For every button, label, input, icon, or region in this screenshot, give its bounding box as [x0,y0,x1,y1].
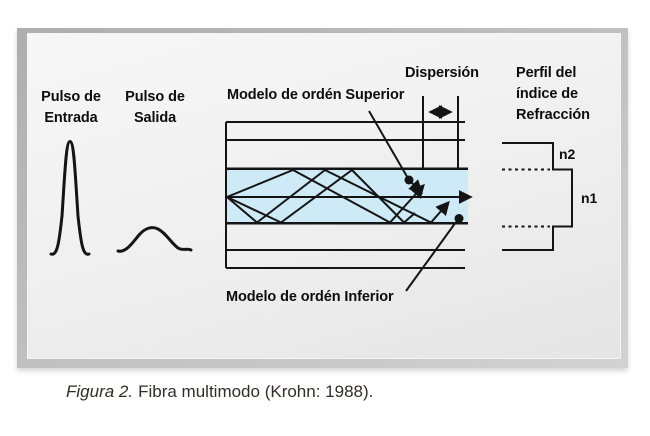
pulse-input-label: Pulso de Entrada [28,87,114,129]
mode-inferior-pointer [405,214,464,292]
low-order-ray [226,168,416,224]
pulse-output-line2: Salida [133,110,177,126]
mid-order-ray [226,168,450,224]
refraction-profile-line3: Refracción [516,107,590,123]
index-n1-label: n1 [581,190,598,206]
dispersion-markers [422,96,459,169]
refractive-index-profile [502,142,573,251]
figure-caption: Figura 2.Fibra multimodo (Krohn: 1988). [66,382,373,402]
input-pulse-curve [49,140,91,256]
refraction-profile-line2: índice de [516,86,578,102]
high-order-ray [226,168,425,224]
figure-caption-text: Fibra multimodo (Krohn: 1988). [138,382,374,401]
index-n2-label: n2 [559,146,576,162]
pulse-output-line1: Pulso de [125,89,185,105]
light-rays [226,168,473,224]
refraction-profile-line1: Perfil del [516,65,577,81]
refraction-profile-label: Perfil del índice de Refracción [516,63,590,126]
pulse-input-line1: Pulso de [41,89,101,105]
mode-superior-pointer [368,110,423,194]
pulse-input-line2: Entrada [44,110,98,126]
dispersion-label: Dispersión [405,65,479,81]
mode-inferior-label: Modelo de ordén Inferior [226,289,394,305]
figure-caption-number: Figura 2. [66,382,134,401]
pulse-output-label: Pulso de Salida [112,87,198,129]
fiber-cross-section [225,121,468,269]
output-pulse-curve [116,226,193,253]
mode-superior-label: Modelo de ordén Superior [227,87,405,103]
